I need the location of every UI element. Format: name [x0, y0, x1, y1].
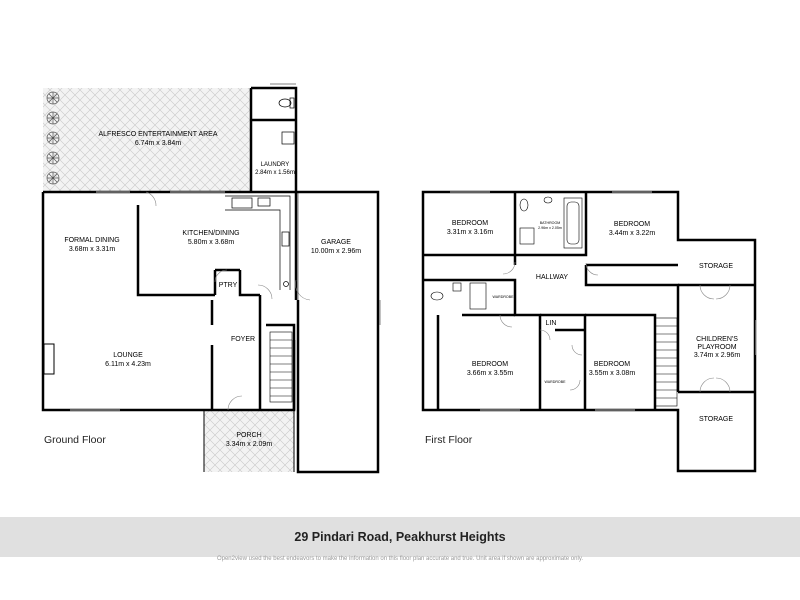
room-garage-name: GARAGE	[321, 239, 351, 246]
toilet-icon	[278, 97, 295, 109]
room-pantry-name: PTRY	[219, 282, 238, 289]
porch-paving	[204, 409, 294, 472]
disclaimer-text: Open2view used the best endeavors to mak…	[216, 556, 584, 562]
room-bathroom-dims: 2.96m x 2.05m	[538, 226, 562, 230]
door-swings	[499, 261, 731, 393]
ground-floor-plan: ALFRESCO ENTERTAINMENT AREA 6.74m x 3.84…	[41, 83, 381, 474]
room-laundry-dims: 2.84m x 1.56m	[255, 170, 295, 176]
room-formal-dining-dims: 3.68m x 3.31m	[69, 246, 115, 253]
first-floor-plan: BEDROOM 3.31m x 3.16m BATHROOM 2.96m x 2…	[421, 190, 757, 473]
room-bathroom-name: BATHROOM	[540, 221, 561, 225]
fireplace-icon	[43, 343, 55, 375]
room-wardrobe1-name: WARDROBE	[492, 295, 514, 299]
room-storage1-name: STORAGE	[699, 263, 733, 270]
windows	[450, 191, 757, 411]
room-playroom-name-1: CHILDREN'S	[696, 336, 738, 343]
room-alfresco-dims: 6.74m x 3.84m	[135, 140, 181, 147]
door-swings	[145, 191, 311, 411]
windows	[70, 83, 381, 411]
room-bed4-dims: 3.55m x 3.08m	[589, 370, 635, 377]
room-wardrobe2-name: WARDROBE	[544, 380, 566, 384]
stairs-icon	[654, 317, 678, 407]
room-bed3-dims: 3.66m x 3.55m	[467, 370, 513, 377]
room-foyer-name: FOYER	[231, 336, 255, 343]
room-bed2-dims: 3.44m x 3.22m	[609, 230, 655, 237]
room-laundry-name: LAUNDRY	[261, 162, 290, 168]
stairs-icon	[269, 331, 293, 403]
room-kitchen-name: KITCHEN/DINING	[182, 230, 239, 237]
room-bed1-name: BEDROOM	[452, 220, 488, 227]
room-porch-dims: 3.34m x 2.09m	[226, 441, 272, 448]
laundry-tub-icon	[281, 131, 295, 145]
room-playroom-dims: 3.74m x 2.96m	[694, 352, 740, 359]
room-lin-name: LIN	[546, 320, 557, 327]
alfresco-paving	[43, 88, 251, 192]
address-bar: 29 Pindari Road, Peakhurst Heights	[0, 517, 800, 557]
room-alfresco-name: ALFRESCO ENTERTAINMENT AREA	[98, 131, 217, 138]
room-lounge-dims: 6.11m x 4.23m	[105, 361, 151, 368]
property-address: 29 Pindari Road, Peakhurst Heights	[294, 530, 506, 544]
room-bed3-name: BEDROOM	[472, 361, 508, 368]
ground-floor-label: Ground Floor	[44, 434, 106, 446]
room-kitchen-dims: 5.80m x 3.68m	[188, 239, 234, 246]
bathroom-fixtures	[430, 196, 583, 310]
room-garage-dims: 10.00m x 2.96m	[311, 248, 361, 255]
room-porch-name: PORCH	[236, 432, 261, 439]
plants-icon	[46, 91, 60, 185]
first-floor-label: First Floor	[425, 434, 473, 446]
room-hallway-name: HALLWAY	[536, 274, 568, 281]
room-bed2-name: BEDROOM	[614, 221, 650, 228]
room-lounge-name: LOUNGE	[113, 352, 143, 359]
room-bed4-name: BEDROOM	[594, 361, 630, 368]
room-playroom-name-2: PLAYROOM	[697, 344, 736, 351]
room-bed1-dims: 3.31m x 3.16m	[447, 229, 493, 236]
kitchen-fixtures	[225, 195, 291, 290]
room-storage2-name: STORAGE	[699, 416, 733, 423]
room-formal-dining-name: FORMAL DINING	[64, 237, 119, 244]
